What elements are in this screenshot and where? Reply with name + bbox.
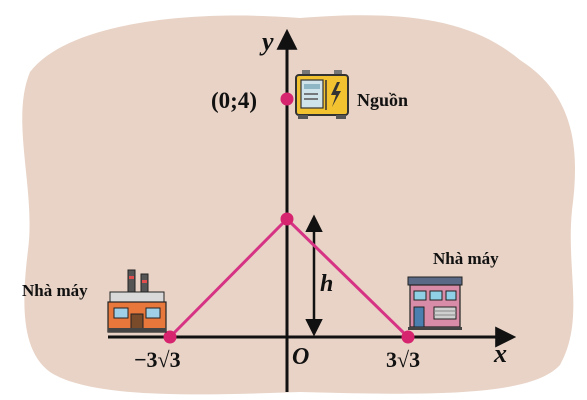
house-icon xyxy=(407,276,463,330)
tick-label-right: 3√3 xyxy=(386,347,420,372)
source-point xyxy=(280,92,294,106)
left-factory-point xyxy=(163,330,177,344)
y-axis-label: y xyxy=(259,27,274,56)
factory-left-label: Nhà máy xyxy=(22,281,88,300)
junction-point xyxy=(280,212,294,226)
factory-right-label: Nhà máy xyxy=(433,249,499,268)
generator-icon xyxy=(295,70,349,119)
right-factory-point xyxy=(401,330,415,344)
source-point-label: (0;4) xyxy=(211,88,257,113)
height-label: h xyxy=(320,271,333,297)
x-axis-label: x xyxy=(493,339,507,368)
source-name-label: Nguồn xyxy=(357,90,408,110)
factory-icon xyxy=(107,269,167,333)
origin-label: O xyxy=(292,344,309,370)
tick-label-left: −3√3 xyxy=(134,347,181,372)
